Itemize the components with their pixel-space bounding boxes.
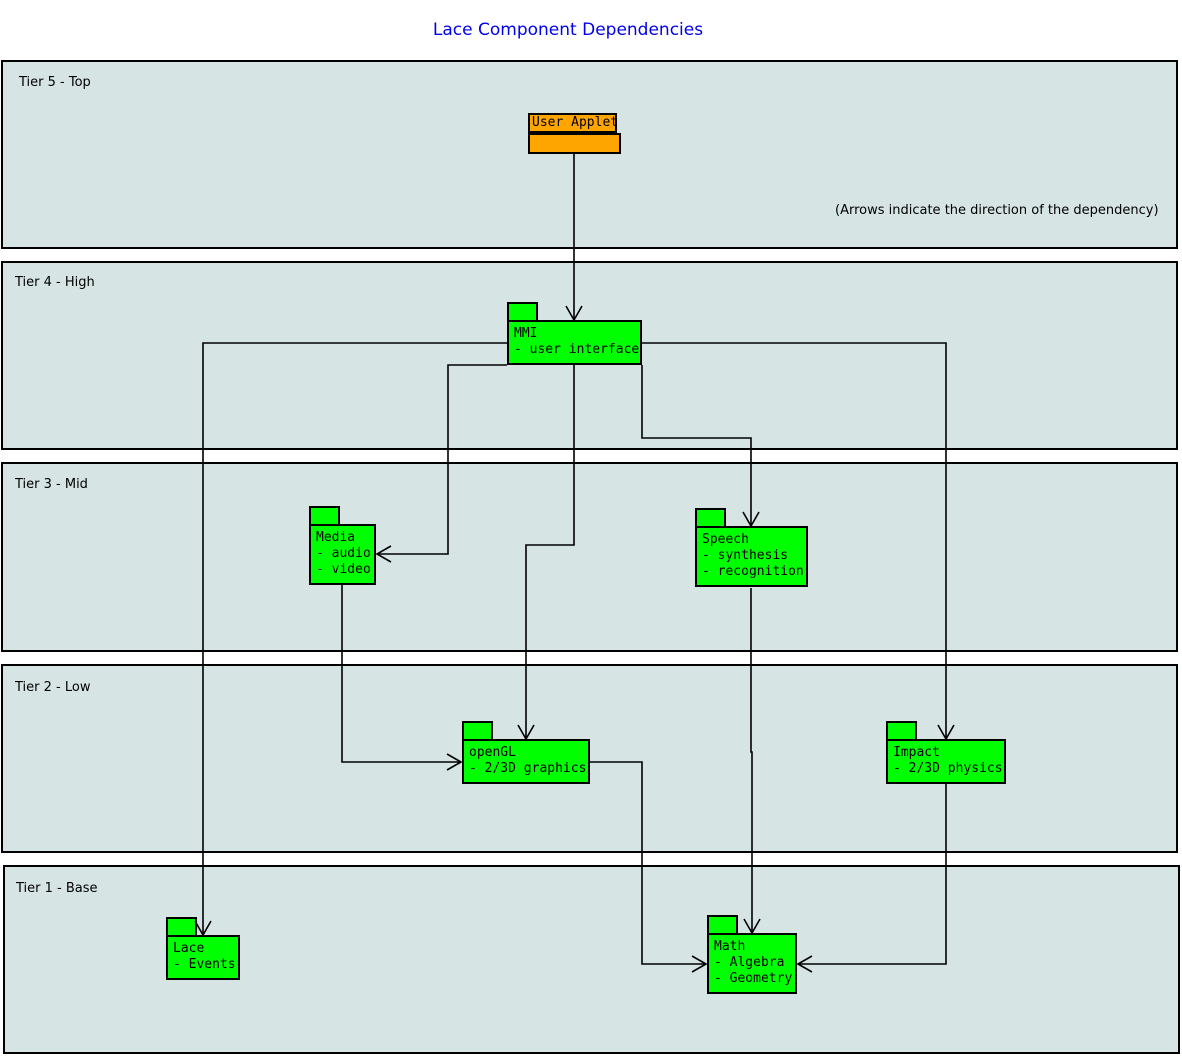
tier-4-label: Tier 4 - High	[15, 275, 95, 290]
arrowhead-icon	[796, 955, 813, 973]
arrow-speech-to-math	[750, 588, 753, 933]
tier-3-panel: Tier 3 - Mid	[1, 462, 1178, 652]
arrowhead-icon	[691, 955, 708, 973]
arrow-mmi-to-media	[377, 364, 507, 555]
arrow-media-to-opengl	[341, 585, 461, 763]
arrow-opengl-to-math	[590, 761, 706, 965]
mmi-label: MMI - user interface	[507, 320, 642, 365]
impact-label: Impact - 2/3D physics	[886, 739, 1006, 784]
arrowhead-icon	[446, 753, 463, 771]
tier-5-label: Tier 5 - Top	[19, 75, 91, 90]
arrow-mmi-to-lace	[202, 342, 507, 935]
tier-1-panel: Tier 1 - Base	[3, 865, 1180, 1054]
tier-2-label: Tier 2 - Low	[15, 680, 91, 695]
math-label: Math - Algebra - Geometry	[707, 933, 797, 994]
speech-label: Speech - synthesis - recognition	[695, 526, 808, 587]
dependency-note: (Arrows indicate the direction of the de…	[835, 203, 1159, 218]
arrowhead-icon	[937, 724, 955, 741]
arrowhead-icon	[375, 545, 392, 563]
user-applet-label: User Applet	[528, 113, 618, 133]
opengl-label: openGL - 2/3D graphics	[462, 739, 590, 784]
media-label: Media - audio - video	[309, 524, 376, 585]
lace-label: Lace - Events	[166, 935, 240, 980]
tier-3-label: Tier 3 - Mid	[15, 477, 88, 492]
arrowhead-icon	[194, 920, 212, 937]
arrow-impact-to-math	[798, 784, 947, 965]
arrow-mmi-to-impact	[642, 342, 947, 739]
arrowhead-icon	[743, 918, 761, 935]
tier-5-panel: Tier 5 - Top (Arrows indicate the direct…	[1, 60, 1178, 249]
arrowhead-icon	[742, 511, 760, 528]
arrowhead-icon	[565, 305, 583, 322]
diagram-title: Lace Component Dependencies	[432, 20, 704, 40]
arrow-mmi-to-opengl	[525, 365, 575, 739]
user-applet-body	[528, 133, 621, 154]
arrowhead-icon	[517, 724, 535, 741]
tier-1-label: Tier 1 - Base	[16, 881, 98, 896]
arrow-mmi-to-speech	[641, 365, 752, 526]
